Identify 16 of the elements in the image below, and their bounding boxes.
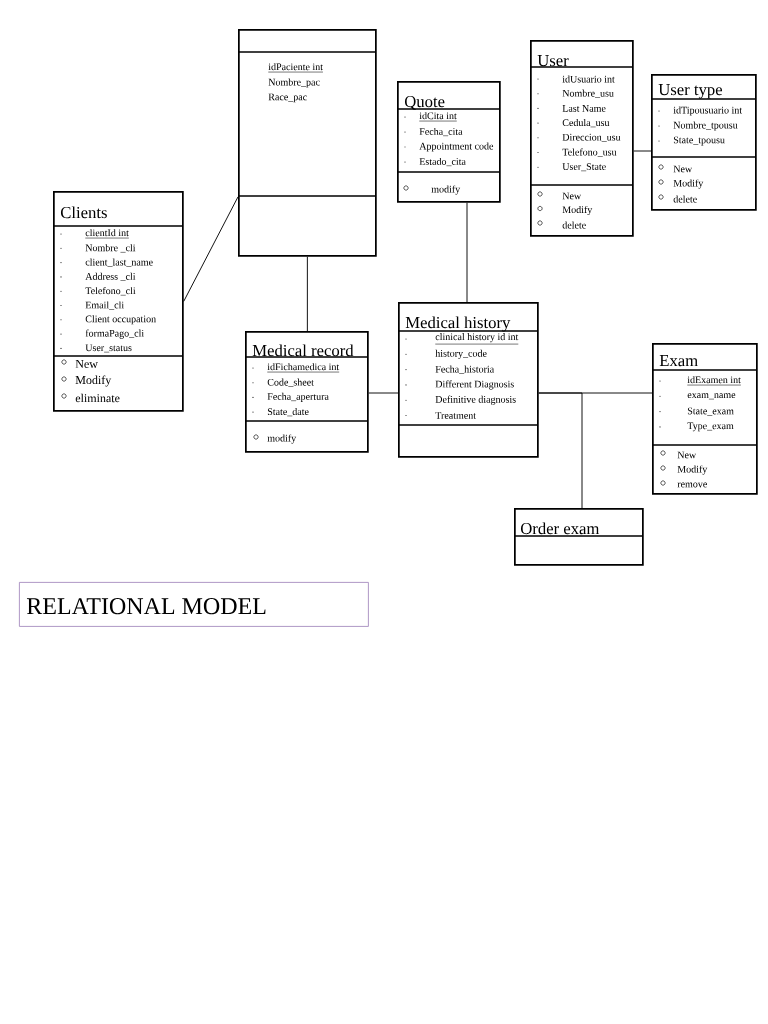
class-box: Clients clientId int Nombre _cli client_last_name Address _cli Telefono_cli Email_cli Client occupation formaPago_cli User_status New Modify eliminate xyxy=(52,191,184,412)
class-box: Quote idCita int Fecha_cita Appointment code Estado_cita modify xyxy=(396,81,501,203)
connector-line xyxy=(466,202,468,303)
class-box: User idUsuario int Nombre_usu Last Name Cedula_usu Direccion_usu Telefono_usu User_State New Modify delete xyxy=(529,40,634,237)
connector-line xyxy=(538,392,583,509)
connector-line xyxy=(633,150,652,152)
connector-line xyxy=(306,256,308,332)
class-box: Medical history clinical history id int history_code Fecha_historia Different Diagnosis Definitive diagnosis Treatment xyxy=(397,302,539,458)
connector-line xyxy=(183,196,239,302)
title-box: RELATIONAL MODEL xyxy=(19,582,369,627)
connector-line xyxy=(368,392,399,394)
class-box: Order exam xyxy=(513,508,644,566)
class-box: idPaciente int Nombre_pac Race_pac xyxy=(237,29,377,257)
class-box: Medical record idFichamedica int Code_sheet Fecha_apertura State_date modify xyxy=(244,331,369,453)
class-box: User type idTipousuario int Nombre_tpousu State_tpousu New Modify delete xyxy=(650,74,757,211)
class-box: Exam idExamen int exam_name State_exam Type_exam New Modify remove xyxy=(651,343,758,495)
